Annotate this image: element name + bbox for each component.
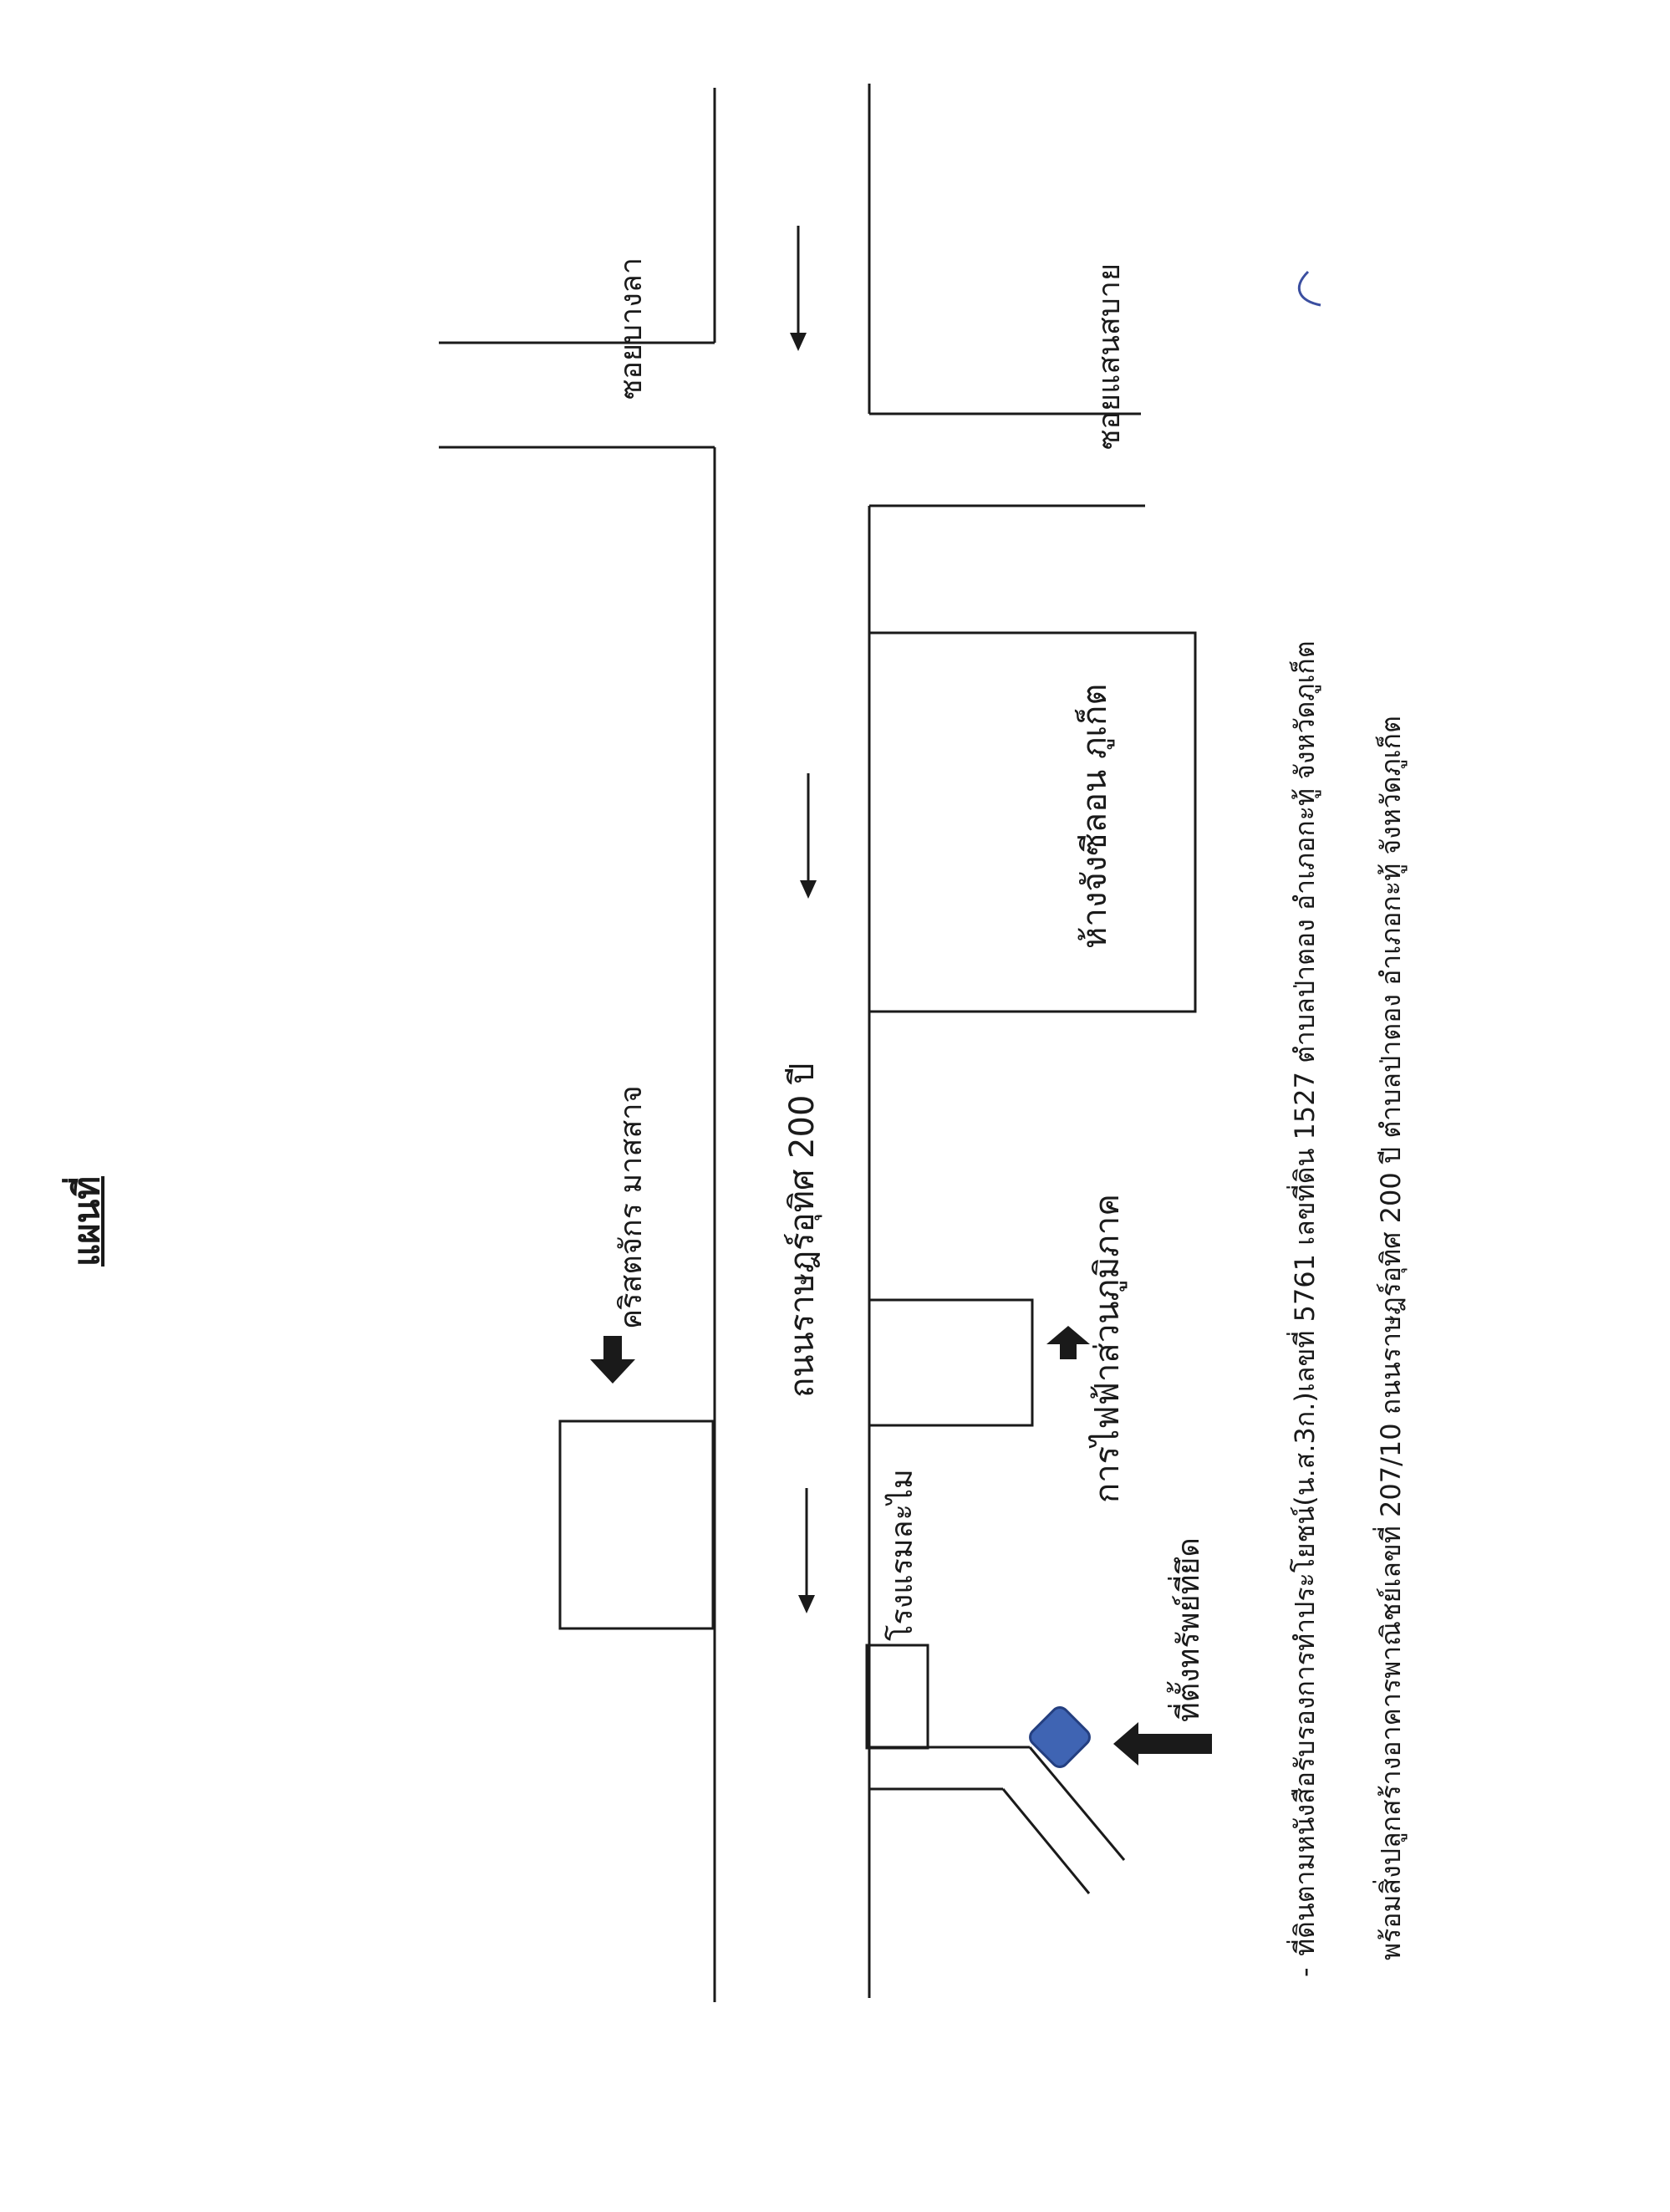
church-label: คริสตจักร มาสสาจ — [614, 1085, 649, 1329]
mall-label: ห้างจังซีลอน ภูเก็ต — [1076, 683, 1114, 949]
note-bullet: - — [1289, 1967, 1321, 1977]
hotel-building — [865, 1644, 929, 1750]
pen-mark-icon — [1297, 270, 1321, 307]
lane-edge-3 — [1028, 1746, 1126, 1861]
note-line-2: พร้อมสิ่งปลูกสร้างอาคารพาณิชย์เลขที่ 207… — [1375, 716, 1407, 1960]
lane-edge-4 — [1001, 1788, 1091, 1894]
soi-saensabai-label: ซอยแสนสบาย — [1092, 262, 1127, 450]
hotel-label: โรงแรมละไม — [885, 1469, 919, 1641]
map-title: แผนที่ — [66, 1175, 107, 1267]
property-pointer-arrow-icon — [1113, 1722, 1212, 1766]
electricity-pointer-arrow-icon — [1046, 1326, 1090, 1359]
property-label: ที่ตั้งทรัพย์ที่ยึด — [1172, 1537, 1206, 1722]
church-pointer-arrow-icon — [590, 1336, 635, 1384]
church-building — [558, 1419, 715, 1630]
mall-building — [868, 631, 1197, 1013]
traffic-arrow-icon — [798, 1488, 815, 1613]
soi-banglan-label: ซอยบางลา — [614, 257, 649, 400]
note-line-1: ที่ดินตามหนังสือรับรองการทำประโยชน์(น.ส.… — [1289, 640, 1321, 1956]
traffic-arrow-icon — [800, 773, 817, 899]
property-marker-icon — [1029, 1706, 1091, 1768]
electricity-label: การไฟฟ้าส่วนภูมิภาค — [1088, 1194, 1127, 1503]
electricity-building — [868, 1298, 1034, 1427]
main-road-label: ถนนราษฎร์อุทิศ 200 ปี — [783, 1063, 822, 1398]
traffic-arrow-icon — [790, 226, 807, 351]
